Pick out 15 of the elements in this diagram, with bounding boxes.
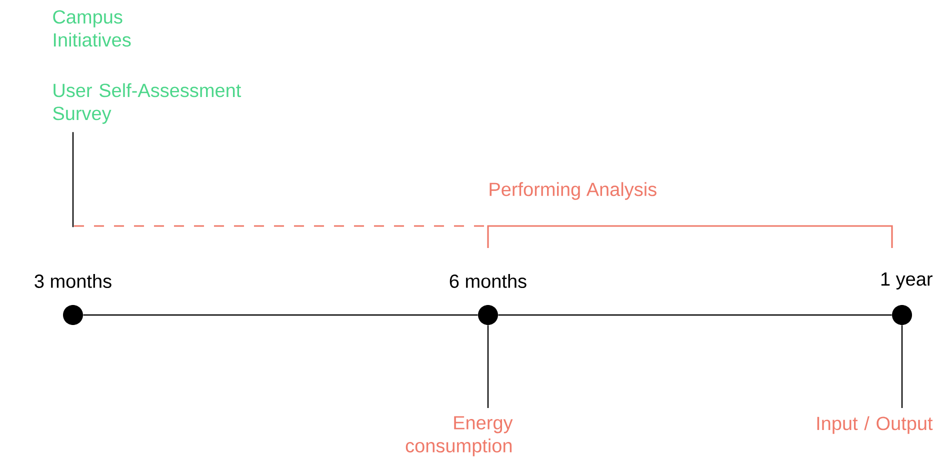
span-label: Performing Analysis [490, 182, 656, 200]
time-label: 3 months [34, 274, 112, 288]
text-label: User Self-Assessment Survey [53, 83, 242, 124]
text-label: Input / Output [817, 416, 933, 434]
text-label: Campus Initiatives [53, 10, 131, 47]
timeline-line [498, 314, 892, 316]
time-label: 1 year [881, 272, 932, 290]
timeline-line [83, 314, 478, 316]
leader-line [901, 325, 903, 408]
leader-line [487, 325, 489, 408]
timeline-dot [478, 305, 498, 325]
timeline-dot [63, 305, 83, 325]
timeline-dot [892, 305, 912, 325]
time-label: 6 months [450, 274, 526, 288]
text-label: Energy consumption [406, 416, 513, 456]
